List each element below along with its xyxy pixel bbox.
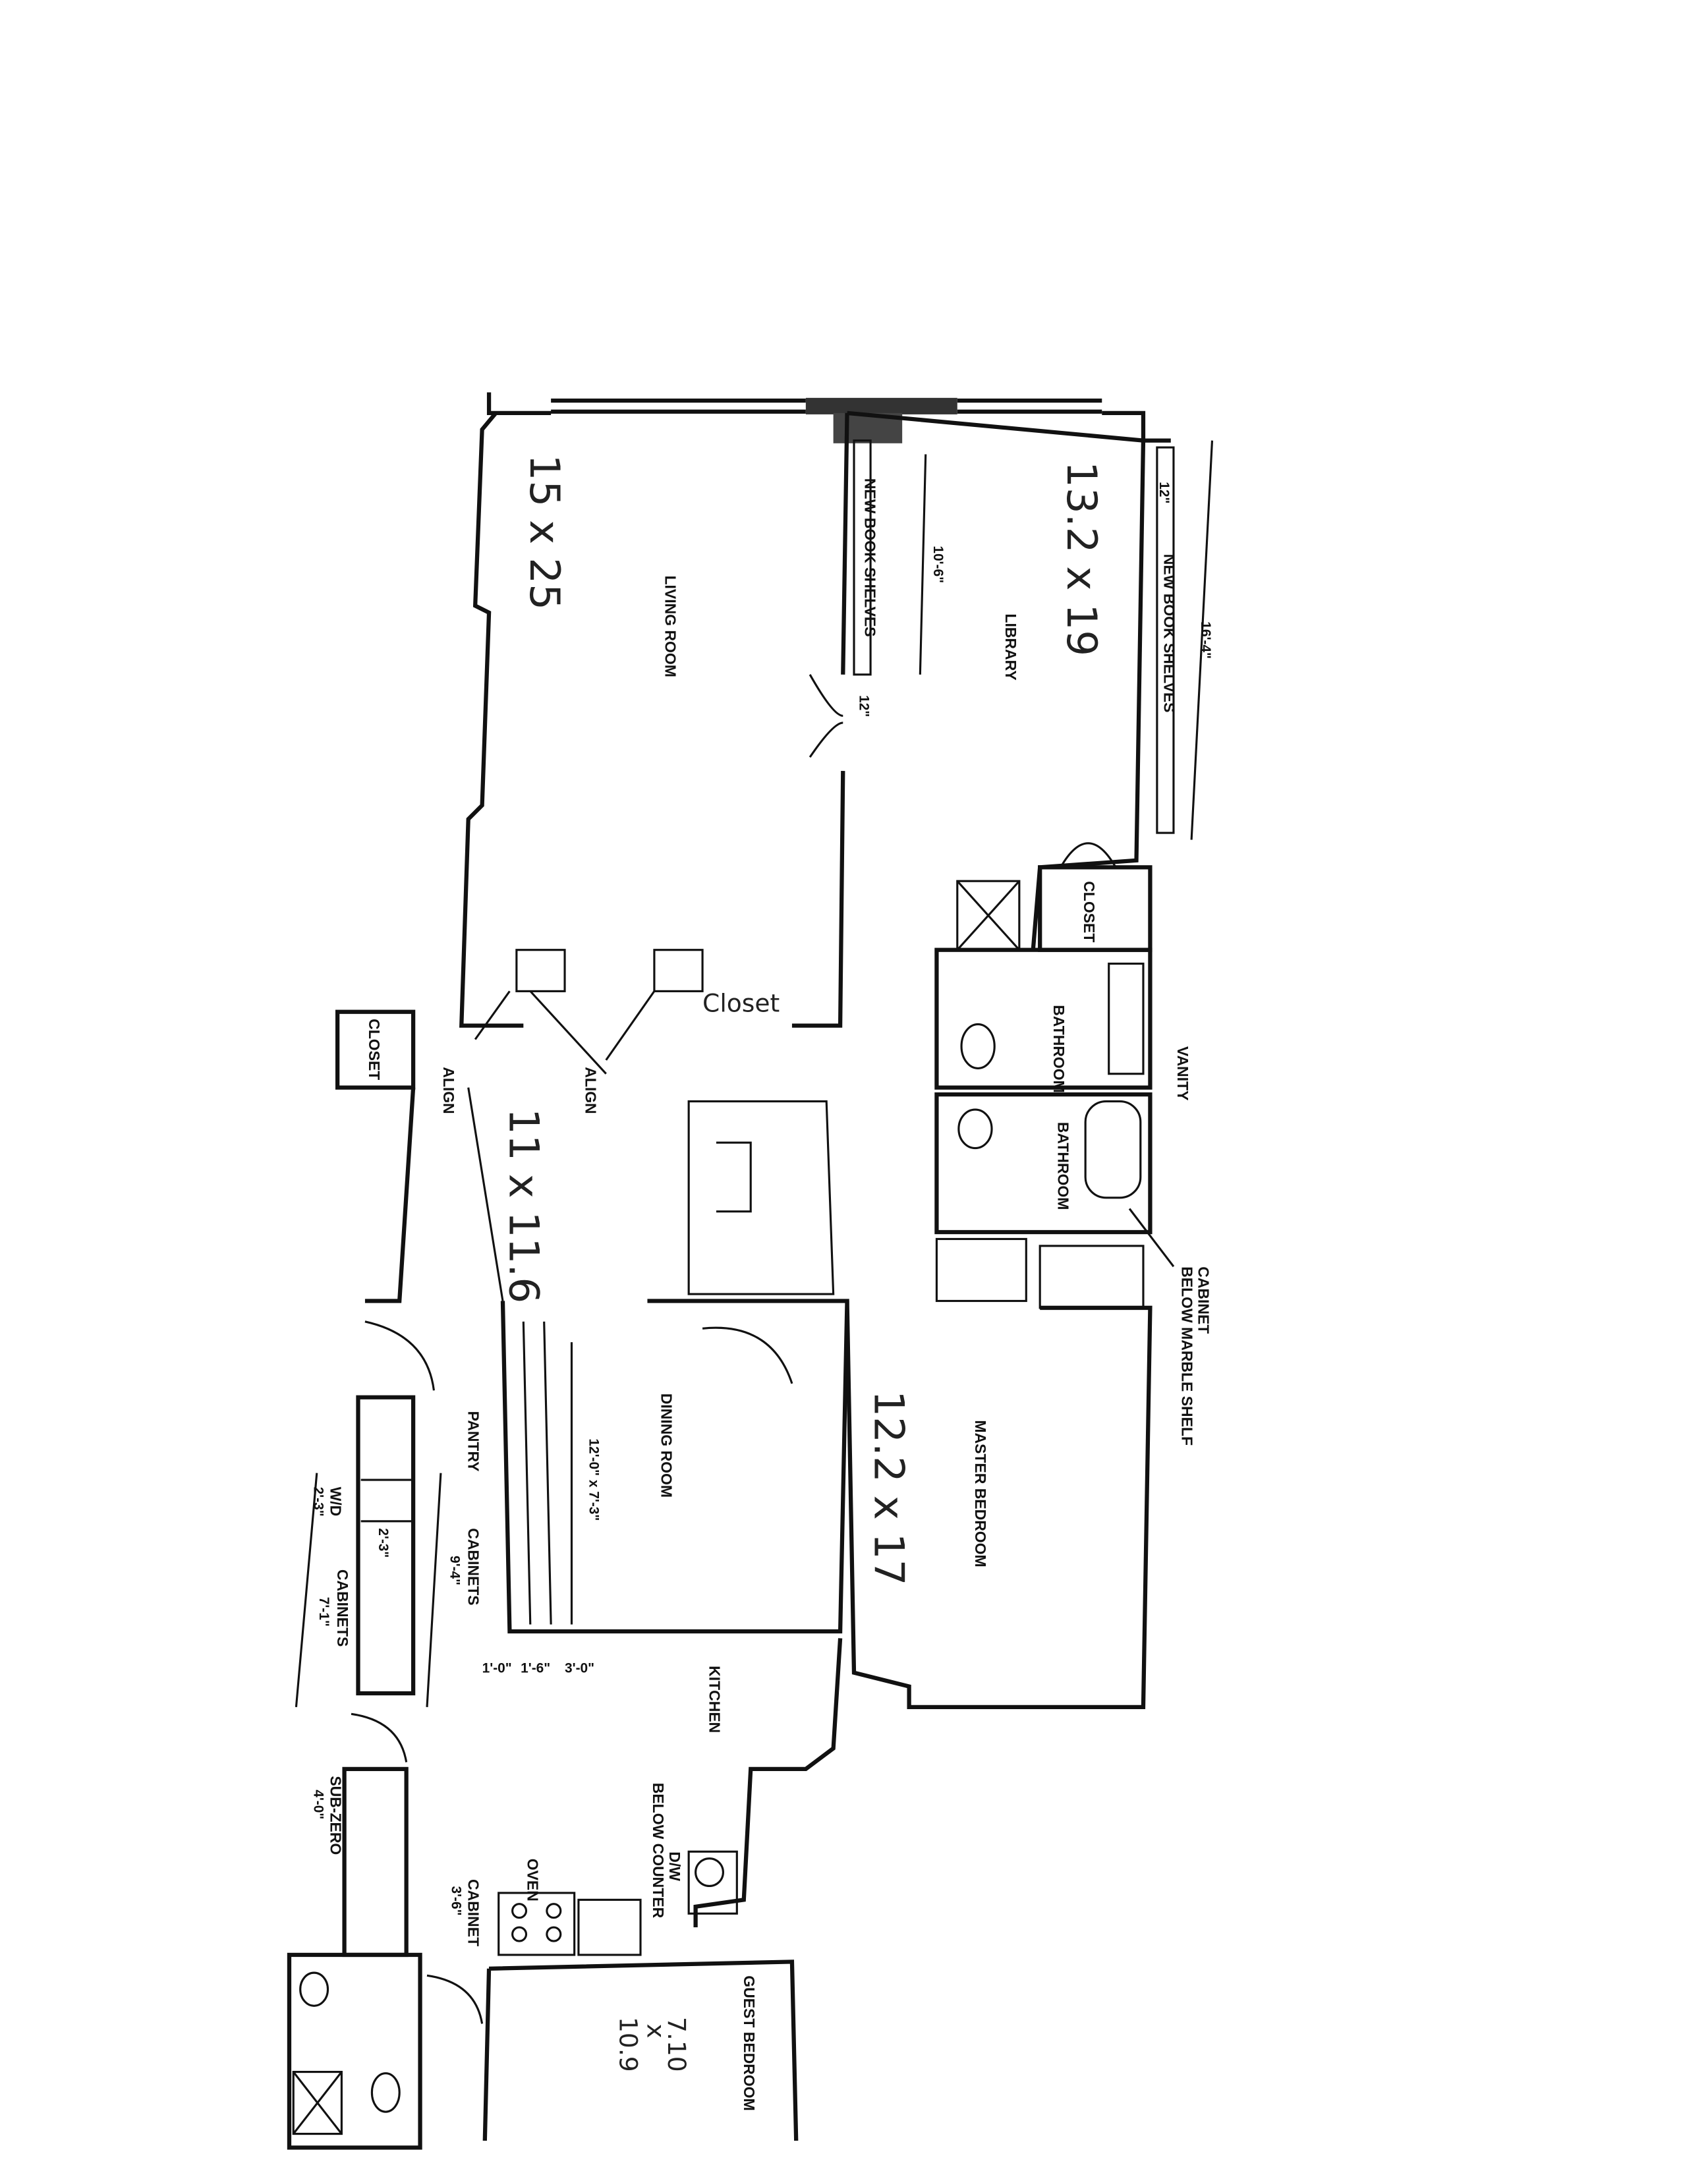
kitchen-label: KITCHEN bbox=[706, 1666, 724, 1733]
sub-zero-label: SUB-ZERO bbox=[327, 1776, 345, 1855]
wd-dimension: 2'-3" bbox=[311, 1487, 326, 1517]
cabinet-marble-label-2: BELOW MARBLE SHELF bbox=[1178, 1266, 1195, 1446]
cabinets-label-1: CABINETS bbox=[334, 1569, 351, 1647]
shelf-dimension-library: 16'-4" bbox=[1198, 621, 1213, 659]
kitchen-dim-3: 3'-0" bbox=[565, 1661, 594, 1676]
guest-size-2: 10.9 bbox=[614, 2017, 643, 2072]
cabinet-marble-label-1: CABINET bbox=[1195, 1266, 1212, 1334]
living-room: LIVING ROOM NEW BOOK SHELVES 10'-6" 12" … bbox=[459, 411, 946, 1028]
vanity-label: VANITY bbox=[1174, 1046, 1191, 1101]
shelf-dimension-lr: 10'-6" bbox=[930, 546, 946, 583]
dining-size: 12'-0" x 7'-3" bbox=[586, 1438, 602, 1521]
master-bedroom: MASTER BEDROOM 12.2 x 17 bbox=[845, 1301, 1153, 1710]
align-label-2: ALIGN bbox=[440, 1067, 457, 1114]
bathroom-2-label: BATHROOM bbox=[1054, 1122, 1071, 1210]
cabinets-dimension-1: 7'-1" bbox=[316, 1597, 331, 1627]
guest-size-1: 7.10 bbox=[662, 2017, 691, 2072]
book-shelves-label-1: NEW BOOK SHELVES bbox=[862, 478, 879, 637]
living-room-size: 15 x 25 bbox=[521, 455, 569, 610]
living-room-label: LIVING ROOM bbox=[662, 575, 679, 677]
wd-dimension-2: 2'-3" bbox=[376, 1528, 391, 1558]
guest-bedroom-label: GUEST BEDROOM bbox=[741, 1975, 758, 2110]
library-size: 13.2 x 19 bbox=[1058, 461, 1106, 656]
pantry-cabinets: W/D 2'-3" 2'-3" CABINETS 7'-1" CABINETS … bbox=[295, 1395, 482, 1708]
kitchen-dim-1: 1'-0" bbox=[482, 1661, 512, 1676]
wd-label: W/D bbox=[327, 1487, 345, 1517]
cabinets-dimension-2: 9'-4" bbox=[447, 1556, 463, 1585]
closet-note: Closet bbox=[702, 989, 780, 1018]
cabinet-label: CABINET bbox=[465, 1879, 482, 1946]
entry-closet-label: CLOSET bbox=[366, 1019, 383, 1080]
master-bedroom-label: MASTER BEDROOM bbox=[972, 1420, 989, 1567]
dining-room-label: DINING ROOM bbox=[658, 1394, 675, 1498]
dining-room: DINING ROOM 12'-0" x 7'-3" PANTRY bbox=[465, 1299, 849, 1634]
sub-zero-dimension: 4'-0" bbox=[311, 1790, 326, 1819]
library: NEW BOOK SHELVES 12" 16'-4" LIBRARY 13.2… bbox=[847, 410, 1214, 950]
shelf-12-b: 12" bbox=[1156, 482, 1172, 503]
guest-bedroom: GUEST BEDROOM 7.10 x 10.9 bbox=[287, 1952, 799, 2150]
dw-label: D/W bbox=[666, 1851, 683, 1881]
book-shelves-label-2: NEW BOOK SHELVES bbox=[1160, 554, 1178, 713]
guest-size-x: x bbox=[641, 2023, 670, 2038]
oven-label: OVEN bbox=[525, 1859, 542, 1902]
cabinet-dimension: 3'-6" bbox=[449, 1886, 464, 1915]
library-label: LIBRARY bbox=[1002, 613, 1019, 680]
foyer: CLOSET ALIGN ALIGN 11 x 11.6 bbox=[335, 990, 835, 1391]
library-closet-label: CLOSET bbox=[1081, 881, 1098, 942]
foyer-size: 11 x 11.6 bbox=[499, 1108, 548, 1303]
pantry-label: PANTRY bbox=[465, 1411, 482, 1472]
cabinets-label-2: CABINETS bbox=[465, 1528, 482, 1605]
shelf-12-a: 12" bbox=[856, 695, 871, 717]
kitchen-dim-2: 1'-6" bbox=[521, 1661, 550, 1676]
bathroom-1-label: BATHROOM bbox=[1050, 1005, 1068, 1093]
bathrooms: CLOSET BATHROOM VANITY BATHROOM CABINET … bbox=[934, 842, 1212, 1446]
master-size: 12.2 x 17 bbox=[865, 1390, 913, 1585]
below-counter-label: BELOW COUNTER bbox=[650, 1783, 667, 1919]
align-label-1: ALIGN bbox=[582, 1067, 599, 1114]
kitchen: KITCHEN 1'-0" 1'-6" 3'-0" D/W BELOW COUN… bbox=[311, 1638, 843, 1958]
